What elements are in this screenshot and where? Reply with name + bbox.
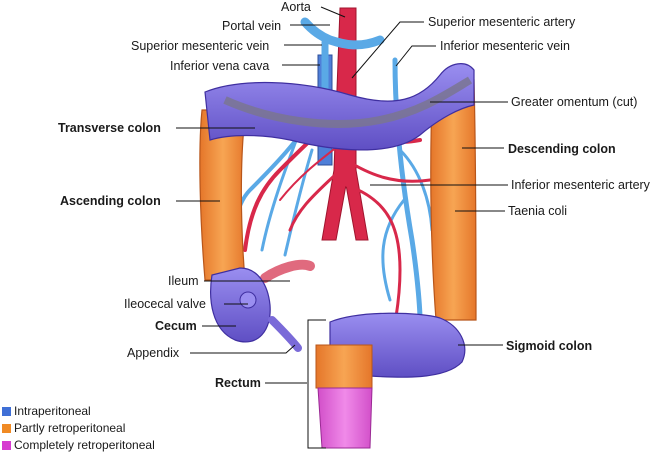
legend-item-completely-retroperitoneal: Completely retroperitoneal: [2, 438, 155, 452]
label-sigmoid-colon: Sigmoid colon: [506, 339, 592, 353]
rectum-shape: [315, 344, 373, 449]
legend-label: Intraperitoneal: [14, 404, 91, 418]
legend-label: Completely retroperitoneal: [14, 438, 155, 452]
descending-colon-shape: [430, 79, 477, 321]
label-taenia-coli: Taenia coli: [508, 204, 567, 218]
label-superior-mesenteric-vein: Superior mesenteric vein: [131, 39, 269, 53]
label-text-group: Aorta Portal vein Superior mesenteric ve…: [58, 0, 651, 390]
transverse-colon-shape: [204, 63, 475, 151]
label-portal-vein: Portal vein: [222, 19, 281, 33]
label-ascending-colon: Ascending colon: [60, 194, 161, 208]
label-ileocecal-valve: Ileocecal valve: [124, 297, 206, 311]
label-ileum: Ileum: [168, 274, 199, 288]
label-inferior-mesenteric-vein: Inferior mesenteric vein: [440, 39, 570, 53]
legend-item-partly-retroperitoneal: Partly retroperitoneal: [2, 421, 125, 435]
legend-item-intraperitoneal: Intraperitoneal: [2, 404, 91, 418]
legend-swatch: [2, 423, 11, 433]
label-superior-mesenteric-artery: Superior mesenteric artery: [428, 15, 576, 29]
legend-swatch: [2, 406, 11, 416]
label-cecum: Cecum: [155, 319, 197, 333]
label-transverse-colon: Transverse colon: [58, 121, 161, 135]
label-inferior-mesenteric-artery: Inferior mesenteric artery: [511, 178, 651, 192]
leader-lines: [176, 6, 508, 449]
label-appendix: Appendix: [127, 346, 180, 360]
label-descending-colon: Descending colon: [508, 142, 616, 156]
label-inferior-vena-cava: Inferior vena cava: [170, 59, 269, 73]
label-greater-omentum: Greater omentum (cut): [511, 95, 637, 109]
cecum-shape: [210, 267, 302, 352]
legend-label: Partly retroperitoneal: [14, 421, 126, 435]
label-aorta: Aorta: [281, 0, 311, 14]
legend-swatch: [2, 440, 11, 450]
label-rectum: Rectum: [215, 376, 261, 390]
